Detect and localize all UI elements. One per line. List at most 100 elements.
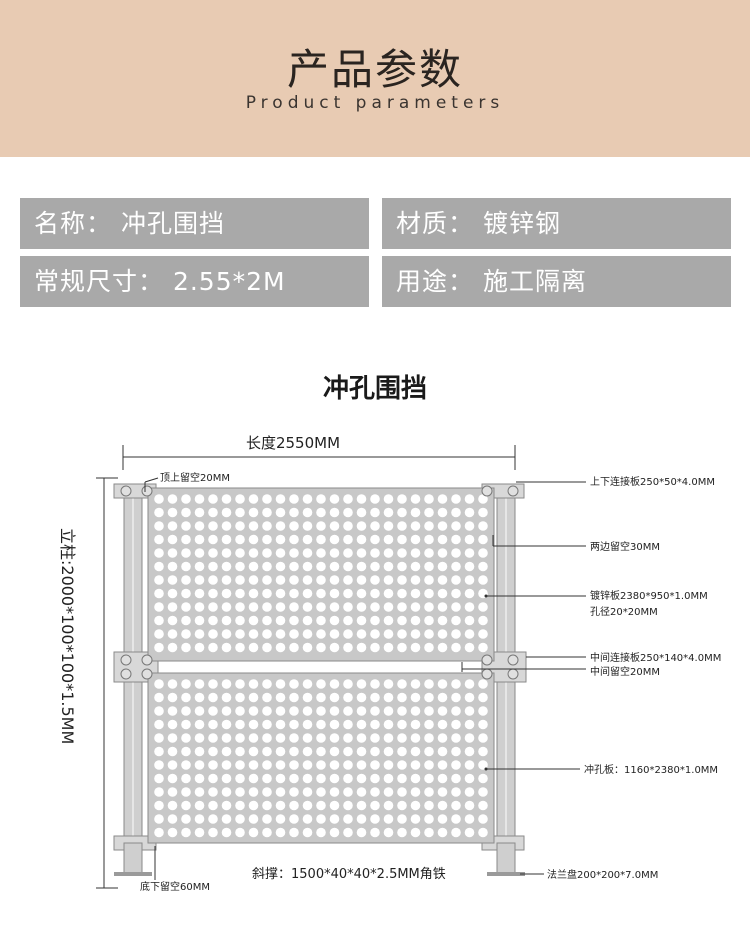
perforation-hole <box>437 760 448 770</box>
perforation-hole <box>181 615 191 626</box>
perforation-hole <box>221 575 232 585</box>
perforation-hole <box>383 773 394 784</box>
perforation-hole <box>154 602 164 612</box>
perforation-hole <box>451 827 461 838</box>
perforation-hole <box>397 615 407 626</box>
perforation-hole <box>154 679 164 689</box>
perforation-hole <box>343 692 353 703</box>
perforation-hole <box>383 800 394 811</box>
perforation-hole <box>289 827 299 838</box>
perforation-hole <box>410 561 421 572</box>
perforation-hole <box>208 760 218 770</box>
perforation-hole <box>167 575 178 585</box>
perforation-hole <box>235 642 245 653</box>
perforation-hole <box>451 706 461 716</box>
perforation-hole <box>424 760 434 770</box>
perforation-hole <box>302 787 313 797</box>
perforation-hole <box>370 642 380 653</box>
perforation-hole <box>221 615 232 626</box>
perforation-hole <box>275 507 286 518</box>
perforation-hole <box>316 548 326 558</box>
perforation-hole <box>181 494 191 504</box>
side-gap-label: 两边留空30MM <box>590 540 660 553</box>
param-name: 名称： 冲孔围挡 <box>20 198 369 249</box>
perforation-hole <box>289 692 299 703</box>
perforation-hole <box>154 534 164 545</box>
perforation-hole <box>424 827 434 838</box>
perforation-hole <box>464 719 475 730</box>
perforation-hole <box>154 692 164 703</box>
perforation-hole <box>316 575 326 585</box>
perforation-hole <box>248 588 259 599</box>
perforation-hole <box>410 706 421 716</box>
perforation-hole <box>451 575 461 585</box>
perforation-hole <box>343 575 353 585</box>
mid-gap-label: 中间留空20MM <box>590 665 660 678</box>
perforation-hole <box>343 561 353 572</box>
perforation-hole <box>478 561 488 572</box>
perforation-hole <box>208 787 218 797</box>
perforation-hole <box>329 575 340 585</box>
perforation-hole <box>289 719 299 730</box>
perforation-hole <box>329 561 340 572</box>
perforation-hole <box>356 561 367 572</box>
perforation-hole <box>221 588 232 599</box>
perforation-hole <box>194 629 205 639</box>
perforation-hole <box>235 561 245 572</box>
perforation-hole <box>289 588 299 599</box>
perforation-hole <box>181 602 191 612</box>
perforation-hole <box>478 602 488 612</box>
perforation-hole <box>397 521 407 531</box>
perforation-hole <box>248 706 259 716</box>
perforation-hole <box>208 827 218 838</box>
perforation-hole <box>248 760 259 770</box>
perforation-hole <box>437 827 448 838</box>
perforation-hole <box>478 534 488 545</box>
perforation-hole <box>464 575 475 585</box>
perforation-hole <box>275 679 286 689</box>
perforation-hole <box>383 827 394 838</box>
perforation-hole <box>370 575 380 585</box>
perforation-hole <box>437 773 448 784</box>
perforation-hole <box>208 814 218 824</box>
perforation-hole <box>289 787 299 797</box>
perforation-hole <box>410 719 421 730</box>
perforation-hole <box>424 588 434 599</box>
perforation-hole <box>154 642 164 653</box>
perforation-hole <box>316 746 326 757</box>
perforation-hole <box>316 642 326 653</box>
perforation-hole <box>302 733 313 743</box>
hole-size-label: 孔径20*20MM <box>590 605 658 618</box>
perforation-hole <box>451 814 461 824</box>
perforation-hole <box>167 719 178 730</box>
perforation-hole <box>329 787 340 797</box>
perforation-hole <box>370 602 380 612</box>
perforation-hole <box>262 629 272 639</box>
perforation-hole <box>289 615 299 626</box>
perforation-hole <box>464 679 475 689</box>
perforation-hole <box>451 521 461 531</box>
perforation-hole <box>343 800 353 811</box>
perforation-hole <box>181 629 191 639</box>
perforation-hole <box>154 494 164 504</box>
perforation-hole <box>302 800 313 811</box>
perforation-hole <box>356 588 367 599</box>
perforation-hole <box>275 521 286 531</box>
perforation-hole <box>167 733 178 743</box>
perforation-hole <box>464 534 475 545</box>
perforation-hole <box>356 494 367 504</box>
perforation-hole <box>383 746 394 757</box>
perforation-hole <box>194 746 205 757</box>
perforation-hole <box>181 521 191 531</box>
perforation-hole <box>154 561 164 572</box>
header-banner: 产品参数 Product parameters <box>0 0 750 157</box>
perforation-hole <box>424 534 434 545</box>
perforation-hole <box>424 575 434 585</box>
perforation-hole <box>478 746 488 757</box>
perforation-hole <box>464 692 475 703</box>
perforation-hole <box>181 588 191 599</box>
perforation-hole <box>289 494 299 504</box>
perforation-hole <box>383 575 394 585</box>
perforation-hole <box>464 814 475 824</box>
